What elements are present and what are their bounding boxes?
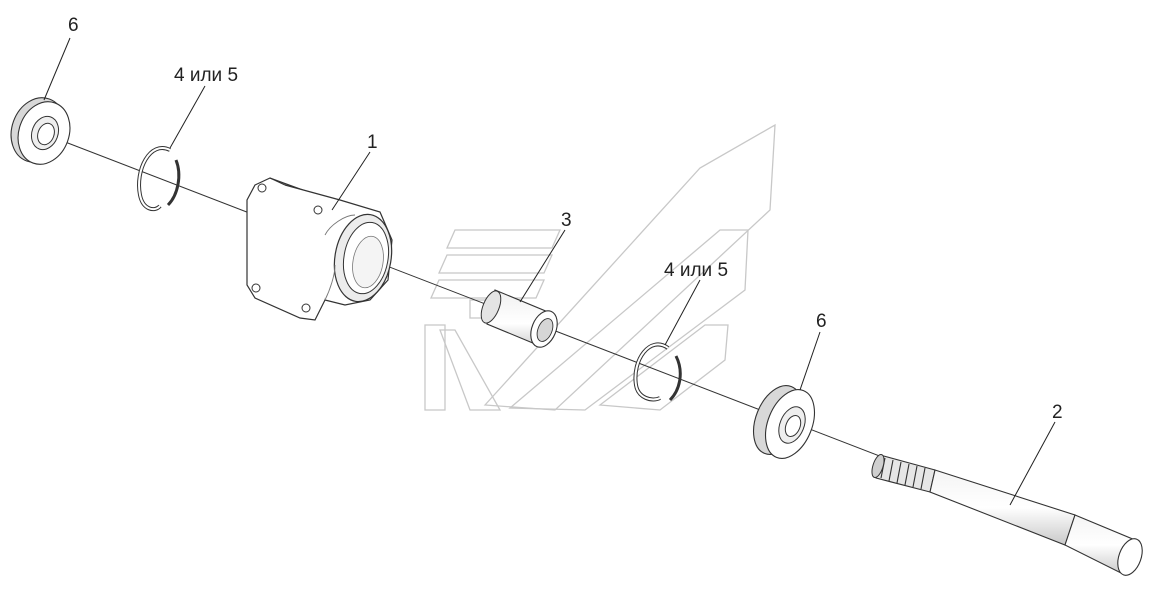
leader-lines (43, 37, 1056, 506)
bearing-left (10, 97, 71, 165)
callout-bearing-left: 6 (68, 15, 79, 36)
watermark-logo (424, 123, 776, 411)
bushing (480, 289, 558, 348)
splined-shaft (871, 453, 1143, 576)
retaining-ring-left (137, 146, 181, 212)
assembly-axis (59, 139, 891, 461)
callout-bearing-right: 6 (816, 311, 827, 332)
callout-ring-right: 4 или 5 (664, 260, 728, 281)
retaining-ring-right (633, 342, 682, 402)
callout-bushing: 3 (561, 210, 572, 231)
housing (246, 177, 393, 321)
callout-shaft: 2 (1052, 402, 1063, 423)
callout-ring-left: 4 или 5 (174, 65, 238, 86)
bearing-right (752, 385, 816, 459)
callout-housing: 1 (367, 132, 378, 153)
